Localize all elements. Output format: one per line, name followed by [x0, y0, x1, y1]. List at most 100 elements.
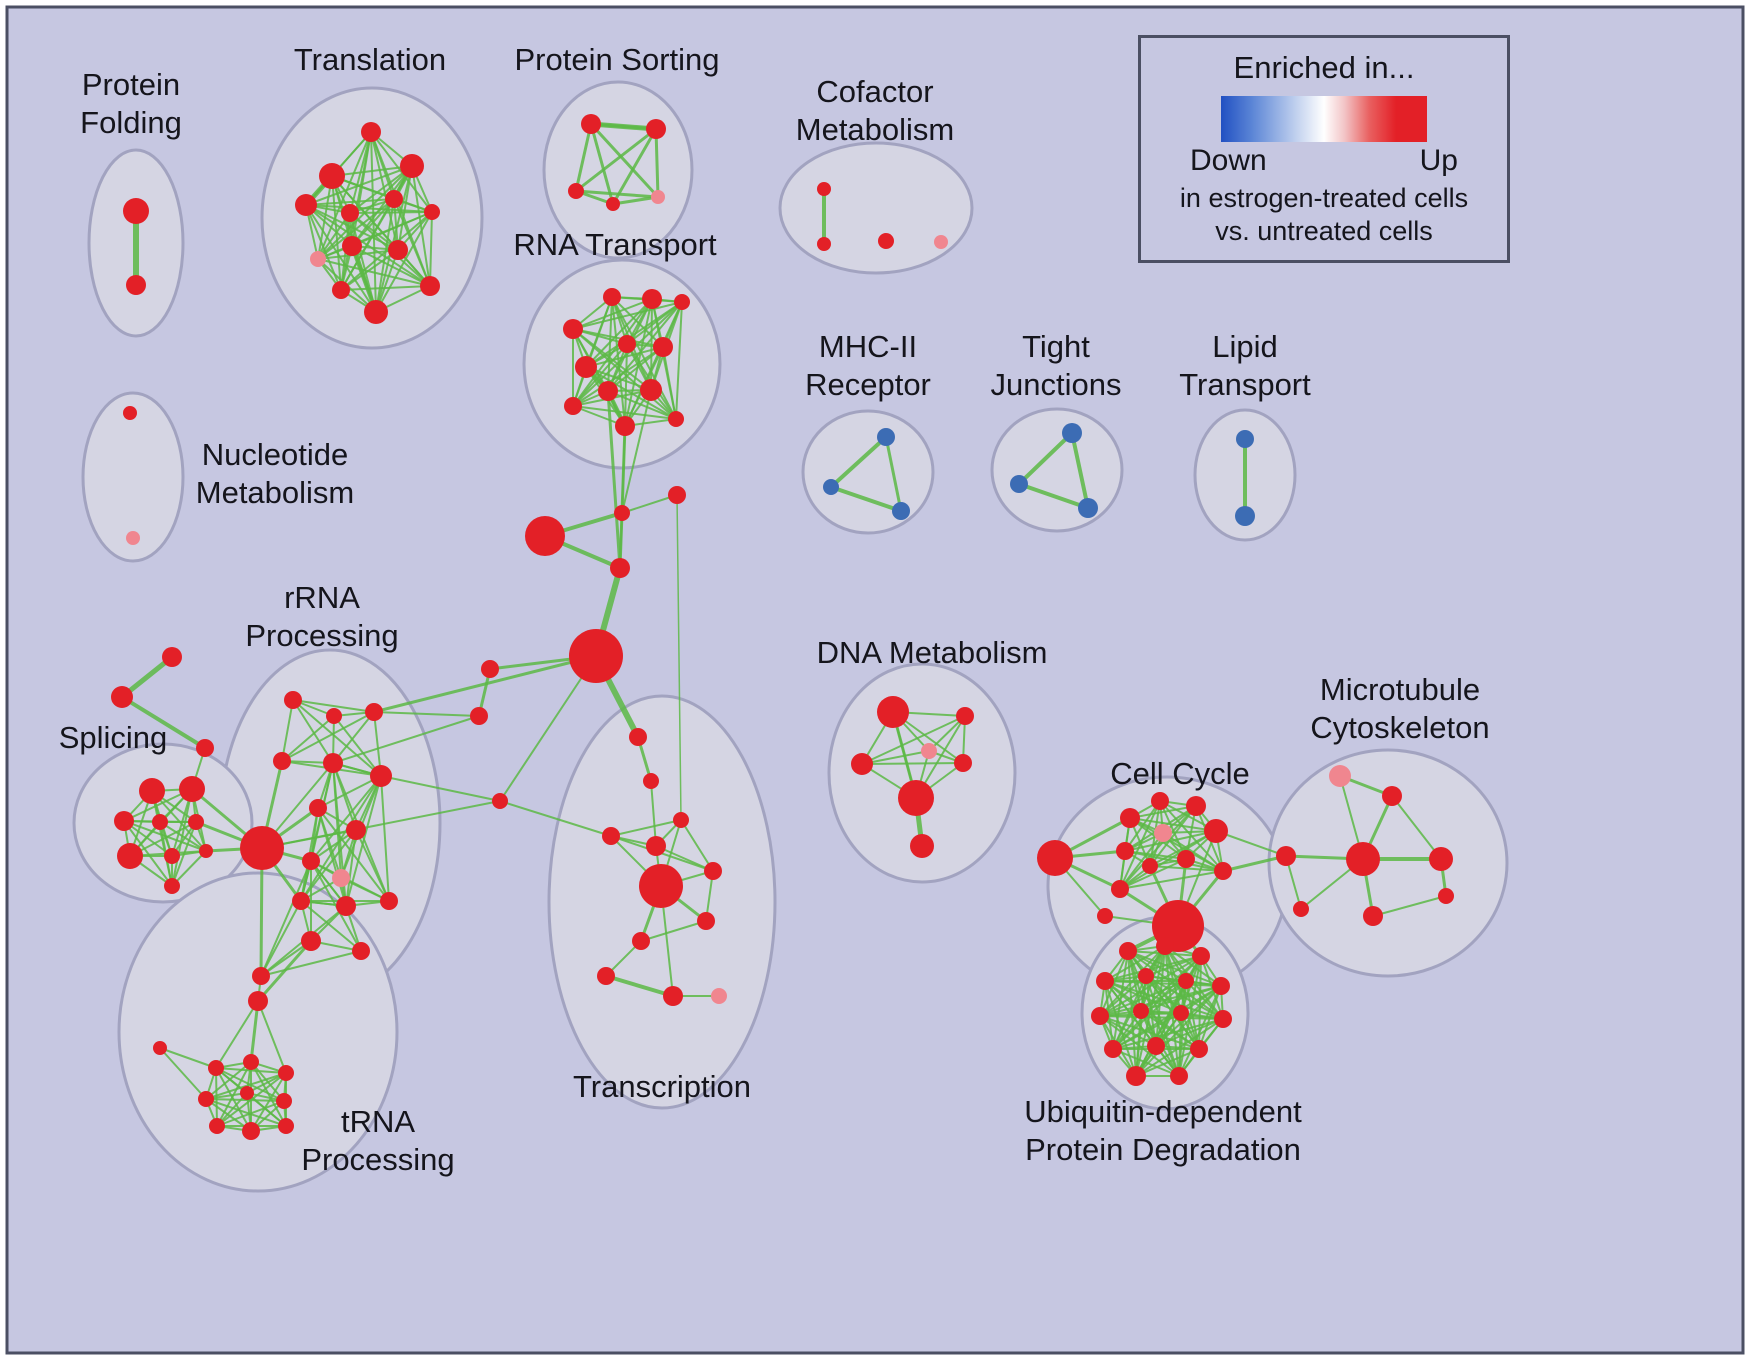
- edge: [662, 346, 677, 420]
- node-sp7: [164, 848, 180, 864]
- node-rr5: [323, 753, 343, 773]
- node-rt6: [618, 335, 636, 353]
- node-rt11: [615, 416, 635, 436]
- edge: [585, 366, 677, 420]
- edge: [1099, 1015, 1180, 1077]
- edge: [300, 900, 362, 952]
- node-dm7: [910, 834, 934, 858]
- edge: [373, 711, 480, 717]
- node-ps2: [646, 119, 666, 139]
- node-ps5: [651, 190, 665, 204]
- edge: [676, 494, 682, 821]
- edge: [1221, 854, 1288, 873]
- node-tj1: [1062, 423, 1082, 443]
- edge: [246, 1092, 287, 1127]
- node-cm4: [934, 235, 948, 249]
- node-nm2: [126, 531, 140, 545]
- node-tc12: [711, 988, 727, 1004]
- node-ub3: [1192, 947, 1210, 965]
- cluster-label-cell-cycle: Cell Cycle: [1110, 756, 1250, 791]
- cluster-ellipse-trna-processing: [117, 871, 399, 1193]
- edge: [370, 131, 433, 213]
- node-rt3: [642, 289, 662, 309]
- node-rt12: [668, 411, 684, 427]
- edge: [650, 780, 657, 847]
- legend-endpoint-labels: Down Up: [1190, 144, 1458, 178]
- node-rt9: [640, 379, 662, 401]
- edge: [1099, 1015, 1224, 1020]
- legend-down-label: Down: [1190, 144, 1267, 177]
- edge: [499, 655, 597, 802]
- edge: [1162, 832, 1224, 872]
- node-t12: [364, 300, 388, 324]
- edge: [1140, 985, 1222, 1012]
- edge: [205, 1061, 252, 1100]
- edge: [654, 127, 660, 199]
- node-cc1: [1037, 840, 1073, 876]
- edge: [256, 939, 313, 1003]
- edge: [621, 389, 652, 514]
- edge: [861, 715, 966, 765]
- edge: [292, 699, 375, 713]
- node-tc2: [643, 773, 659, 789]
- edge: [1099, 985, 1222, 1017]
- node-tc8: [697, 912, 715, 930]
- edge: [397, 165, 413, 251]
- edge: [604, 974, 675, 998]
- edge: [351, 245, 431, 287]
- edge: [585, 366, 652, 391]
- node-t9: [342, 236, 362, 256]
- edge: [260, 950, 362, 977]
- edge: [260, 860, 312, 977]
- edge: [340, 249, 399, 291]
- node-c5: [569, 629, 623, 683]
- edge: [351, 211, 433, 247]
- edge: [1099, 975, 1147, 1017]
- edge: [589, 122, 615, 206]
- node-mt2: [1382, 786, 1402, 806]
- edge: [1104, 980, 1222, 987]
- node-tn5: [278, 1065, 294, 1081]
- node-cc9: [1177, 850, 1195, 868]
- node-rr7: [309, 799, 327, 817]
- node-rr10: [302, 852, 320, 870]
- node-cm3: [878, 233, 894, 249]
- node-sp8: [199, 844, 213, 858]
- edge: [351, 198, 395, 247]
- node-tn3: [208, 1060, 224, 1076]
- edge: [606, 389, 622, 570]
- node-x1: [162, 647, 182, 667]
- edge: [611, 127, 658, 206]
- node-lt1: [1236, 430, 1254, 448]
- node-rr2: [326, 708, 342, 724]
- node-cm2: [817, 237, 831, 251]
- node-cc8: [1142, 858, 1158, 874]
- cluster-label-splicing: Splicing: [59, 720, 168, 755]
- node-tc3: [602, 827, 620, 845]
- node-c1: [525, 516, 565, 556]
- edge: [585, 298, 653, 368]
- node-tj3: [1078, 498, 1098, 518]
- edge: [216, 1100, 285, 1127]
- edge: [205, 1098, 285, 1102]
- edge: [572, 328, 677, 420]
- node-ub9: [1133, 1003, 1149, 1019]
- cluster-label-transcription: Transcription: [573, 1069, 751, 1104]
- edge: [317, 775, 382, 809]
- node-ps3: [568, 183, 584, 199]
- edge: [171, 788, 193, 887]
- edge: [205, 1072, 287, 1100]
- legend-title: Enriched in...: [1233, 50, 1415, 85]
- edge: [861, 750, 930, 765]
- cluster-ellipse-microtubule-cytoskeleton: [1267, 748, 1509, 978]
- edge: [345, 775, 382, 907]
- edge: [1099, 1015, 1157, 1047]
- cluster-label-dna-metabolism: DNA Metabolism: [817, 635, 1048, 670]
- node-tc4: [646, 836, 666, 856]
- edge: [650, 298, 653, 391]
